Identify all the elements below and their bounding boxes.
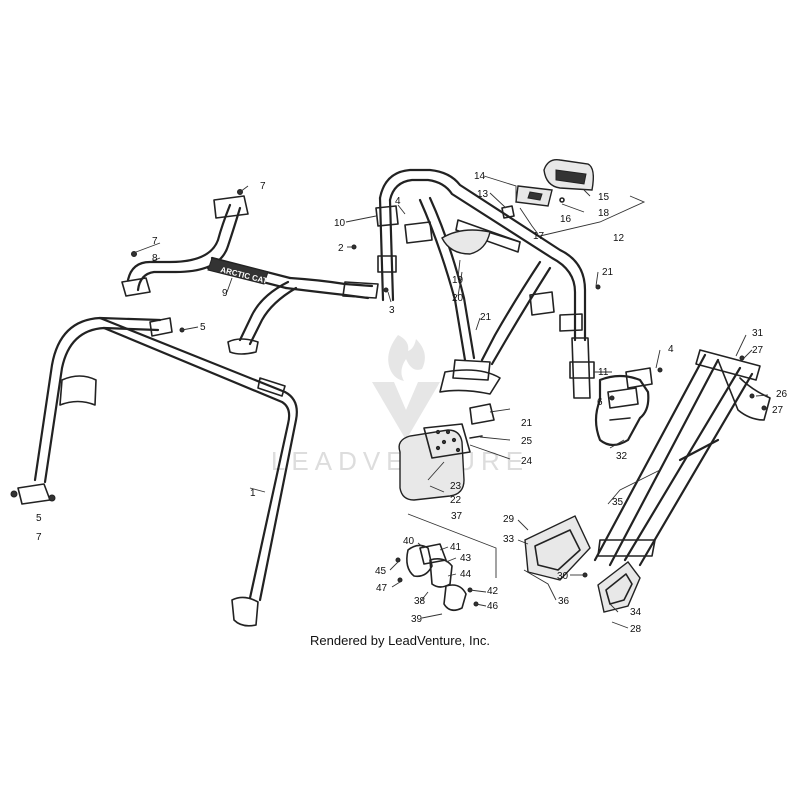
callout-8: 8 — [152, 253, 158, 264]
callout-4a: 4 — [395, 196, 401, 207]
callout-10: 10 — [334, 218, 346, 229]
callout-3: 3 — [389, 305, 395, 316]
callout-7a: 7 — [260, 181, 266, 192]
callout-13: 13 — [477, 189, 489, 200]
callout-7b: 7 — [152, 236, 158, 247]
callout-32: 32 — [616, 451, 628, 462]
rear-bracket — [594, 367, 653, 447]
callout-38: 38 — [414, 596, 426, 607]
callout-6: 6 — [597, 397, 603, 408]
callout-19: 19 — [452, 275, 464, 286]
latch-hardware — [395, 543, 479, 612]
mirror — [398, 403, 495, 501]
callout-9: 9 — [222, 288, 228, 299]
side-panels — [524, 515, 641, 613]
callout-2: 2 — [338, 243, 344, 254]
callout-21a: 21 — [602, 267, 614, 278]
callout-12: 12 — [613, 233, 625, 244]
watermark: LEADVENTURE — [271, 335, 529, 476]
callout-16: 16 — [560, 214, 572, 225]
callout-5a: 5 — [200, 322, 206, 333]
callout-28: 28 — [630, 624, 642, 635]
callout-30: 30 — [557, 571, 569, 582]
light-assembly — [501, 159, 595, 219]
callout-33: 33 — [503, 534, 515, 545]
callout-39: 39 — [411, 614, 423, 625]
diagonal-frame — [593, 349, 771, 567]
callout-23: 23 — [450, 481, 462, 492]
callout-37: 37 — [451, 511, 463, 522]
render-credit: Rendered by LeadVenture, Inc. — [310, 633, 490, 648]
callout-27b: 27 — [772, 405, 784, 416]
callout-14: 14 — [474, 171, 486, 182]
callout-43: 43 — [460, 553, 472, 564]
callout-27a: 27 — [752, 345, 764, 356]
callout-26: 26 — [776, 389, 788, 400]
callout-25: 25 — [521, 436, 533, 447]
callout-1: 1 — [250, 488, 256, 499]
callout-15: 15 — [598, 192, 610, 203]
callout-18: 18 — [598, 208, 610, 219]
callout-34: 34 — [630, 607, 642, 618]
callout-36: 36 — [558, 596, 570, 607]
callout-29: 29 — [503, 514, 515, 525]
callout-40: 40 — [403, 536, 415, 547]
rear-cage — [375, 168, 595, 399]
callout-35: 35 — [612, 497, 624, 508]
dome-light — [441, 229, 491, 255]
callout-41: 41 — [450, 542, 462, 553]
callout-11: 11 — [598, 367, 609, 378]
callout-24: 24 — [521, 456, 533, 467]
watermark-text: LEADVENTURE — [271, 446, 529, 476]
callout-labels: 1 2 3 4 4 5 5 6 7 7 7 8 9 10 11 12 13 14… — [36, 171, 788, 635]
front-roll-bar — [17, 316, 298, 627]
watermark-logo-icon — [372, 335, 440, 440]
callout-4b: 4 — [668, 344, 674, 355]
callout-44: 44 — [460, 569, 472, 580]
callout-47: 47 — [376, 583, 388, 594]
callout-22: 22 — [450, 495, 462, 506]
callout-45: 45 — [375, 566, 387, 577]
callout-21c: 21 — [521, 418, 533, 429]
callout-46: 46 — [487, 601, 499, 612]
callout-20: 20 — [452, 293, 464, 304]
callout-17: 17 — [533, 231, 545, 242]
callout-42: 42 — [487, 586, 499, 597]
callout-31: 31 — [752, 328, 764, 339]
leader-lines — [135, 175, 769, 629]
callout-5b: 5 — [36, 513, 42, 524]
callout-7c: 7 — [36, 532, 42, 543]
callout-21b: 21 — [480, 312, 492, 323]
